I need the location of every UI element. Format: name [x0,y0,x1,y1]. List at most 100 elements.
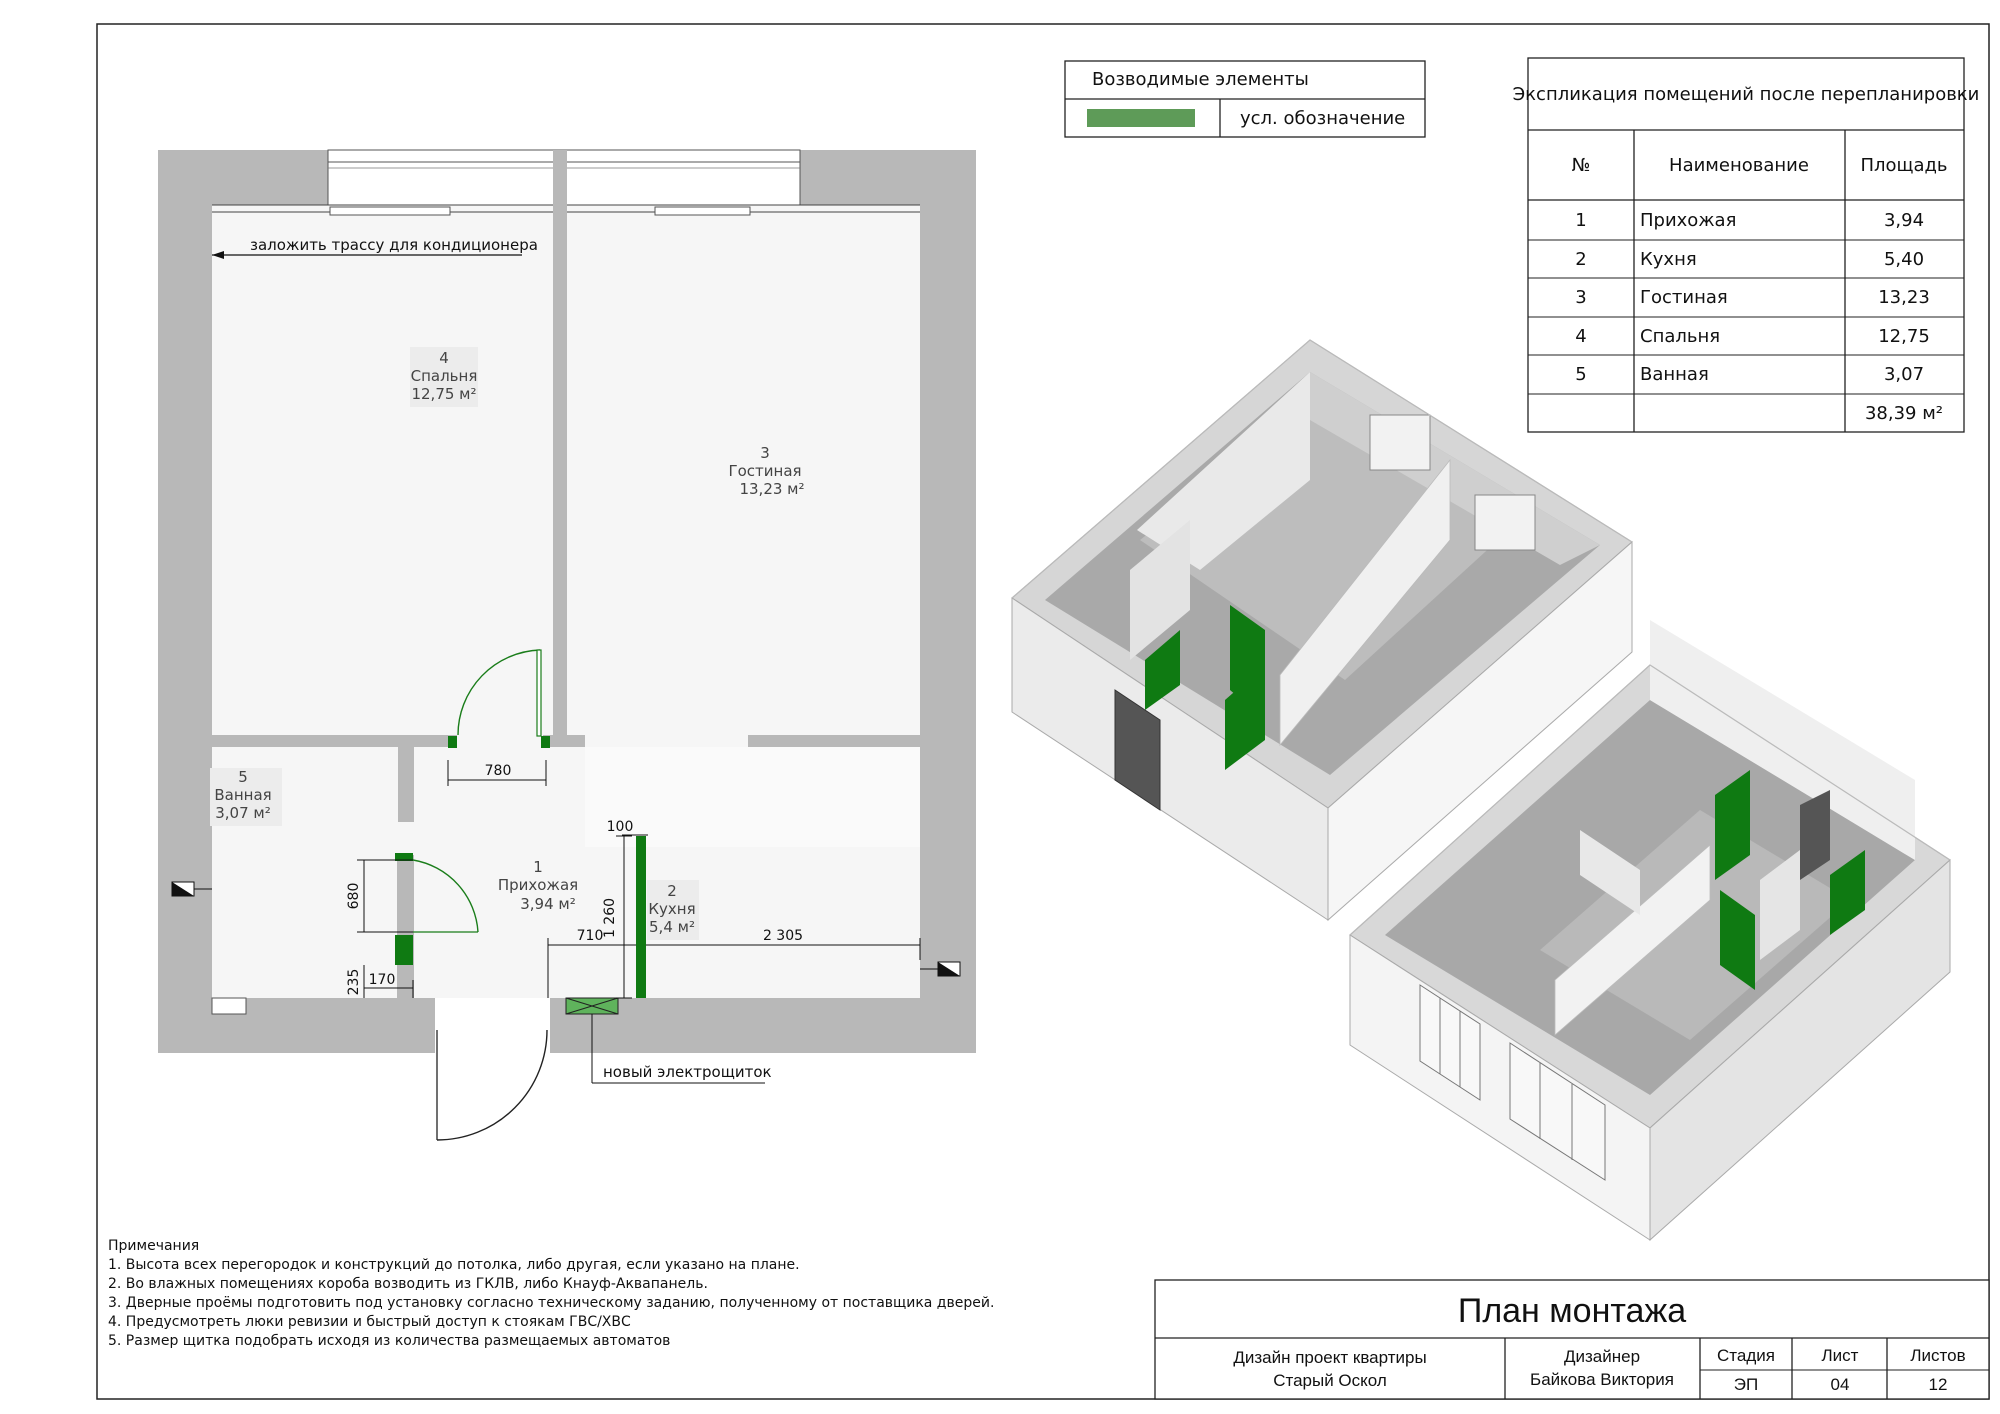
bathroom-wall [397,855,414,998]
title-block: План монтажа Дизайн проект квартиры Стар… [1154,1279,1990,1400]
svg-text:3,94: 3,94 [1884,210,1924,231]
note-item: 1. Высота всех перегородок и конструкций… [108,1257,800,1273]
header-name: Наименование [1669,155,1809,176]
explication-title: Экспликация помещений после перепланиров… [1513,84,1980,105]
svg-text:3: 3 [1575,287,1586,308]
svg-text:4: 4 [1575,326,1586,347]
svg-text:Прихожая: Прихожая [498,876,578,894]
svg-text:3,94 м²: 3,94 м² [520,895,576,913]
svg-text:3,07 м²: 3,07 м² [215,804,271,822]
window-frame [329,206,451,216]
kitchen-zone [585,747,920,847]
door-swing [436,1029,548,1141]
header-number: № [1572,155,1591,176]
total-area: 38,39 м² [1865,403,1943,424]
svg-text:2: 2 [1575,249,1586,270]
svg-text:1: 1 [533,858,543,876]
ac-trace-note: заложить трассу для кондиционера [250,236,538,254]
table-row: 2 Кухня 5,40 [1575,249,1924,270]
svg-text:710: 710 [577,928,604,944]
table-row: 5 Ванная 3,07 [1575,364,1924,385]
svg-text:Прихожая: Прихожая [1640,210,1736,231]
svg-text:170: 170 [369,972,396,988]
svg-text:1: 1 [1575,210,1586,231]
svg-text:680: 680 [346,883,362,910]
svg-text:5,4 м²: 5,4 м² [649,918,695,936]
new-partition [636,836,646,998]
designer-role: Дизайнер [1564,1347,1640,1366]
new-partition [541,736,550,748]
explication-table: Экспликация помещений после перепланиров… [1513,57,1980,433]
isometric-view-bottom [1349,620,1951,1242]
note-item: 4. Предусмотреть люки ревизии и быстрый … [108,1314,631,1330]
svg-text:780: 780 [485,763,512,779]
dimension: 680 [346,859,413,933]
new-partition [395,935,413,965]
room-label-bathroom: 5 Ванная 3,07 м² [210,768,282,826]
electric-panel [565,997,619,1015]
svg-text:13,23 м²: 13,23 м² [739,480,804,498]
svg-text:1 260: 1 260 [602,898,618,938]
svg-text:5,40: 5,40 [1884,249,1924,270]
room-label-living: 3 Гостиная 13,23 м² [728,444,804,498]
svg-text:5: 5 [238,768,248,786]
project-name: Дизайн проект квартиры [1233,1348,1426,1367]
svg-text:5: 5 [1575,364,1586,385]
sheet-value: 04 [1831,1375,1850,1394]
partition-wall [212,735,457,747]
note-item: 5. Размер щитка подобрать исходя из коли… [108,1333,670,1349]
niche [211,997,247,1015]
door-leaf [536,649,542,737]
svg-text:Гостиная: Гостиная [728,462,801,480]
legend: Возводимые элементы усл. обозначение [1064,60,1426,138]
dimension: 170 [364,972,414,998]
svg-text:Спальня: Спальня [1640,326,1720,347]
entry-opening [435,998,550,1053]
dimension: 1 260 [602,835,632,999]
sheet-title: План монтажа [1458,1292,1686,1330]
svg-text:Гостиная: Гостиная [1640,287,1728,308]
note-item: 3. Дверные проёмы подготовить под устано… [108,1295,994,1311]
svg-text:Ванная: Ванная [1640,364,1709,385]
svg-text:100: 100 [607,819,634,835]
door-swing [412,859,479,933]
svg-text:12,75: 12,75 [1878,326,1930,347]
dimension: 235 [346,965,365,998]
new-partition [395,853,413,861]
svg-text:13,23: 13,23 [1878,287,1930,308]
isometric-view-top [1011,339,1633,922]
svg-text:2: 2 [667,882,677,900]
sheet-frame [96,23,1990,1400]
legend-swatch [1087,109,1195,127]
svg-text:Кухня: Кухня [648,900,695,918]
sheets-label: Листов [1910,1346,1965,1365]
svg-text:Спальня: Спальня [411,367,478,385]
room-label-hallway: 1 Прихожая 3,94 м² [498,858,578,913]
header-area: Площадь [1860,155,1947,176]
floor-plan: заложить трассу для кондиционера новый э… [158,149,976,1141]
notes-heading: Примечания [108,1238,199,1254]
designer-name: Байкова Виктория [1530,1370,1674,1389]
legend-label: усл. обозначение [1240,108,1405,129]
svg-text:235: 235 [346,969,362,996]
stage-value: ЭП [1734,1375,1758,1394]
sheets-value: 12 [1929,1375,1948,1394]
svg-text:2 305: 2 305 [763,928,803,944]
partition-wall [748,735,920,747]
svg-text:Кухня: Кухня [1640,249,1697,270]
table-row: 1 Прихожая 3,94 [1575,210,1924,231]
dimension: 710 [547,928,636,998]
partition-wall [553,150,567,736]
door-swing [457,649,541,736]
panel-note: новый электрощиток [603,1063,772,1081]
bathroom-wall [398,747,414,822]
sheet-label: Лист [1822,1346,1859,1365]
partition-wall [543,735,585,747]
new-partition [448,736,457,748]
svg-text:3: 3 [760,444,770,462]
table-row: 4 Спальня 12,75 [1575,326,1929,347]
svg-text:12,75 м²: 12,75 м² [411,385,476,403]
window-frame [654,206,751,216]
dimension: 100 [607,819,648,836]
